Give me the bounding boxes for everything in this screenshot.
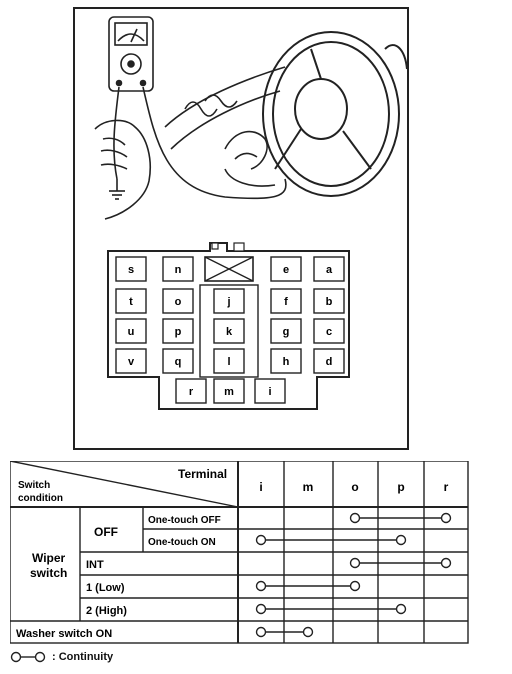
- terminal-label: m: [224, 386, 234, 398]
- int-label: INT: [86, 559, 104, 571]
- terminal-label: f: [284, 296, 288, 308]
- terminal-k: k: [213, 318, 245, 344]
- terminal-header: Terminal: [178, 467, 227, 481]
- terminal-u: u: [115, 318, 147, 344]
- terminal-label: l: [227, 356, 230, 368]
- column-p: p: [397, 480, 404, 494]
- continuity-one_touch_off: [349, 512, 452, 524]
- terminal-label: v: [128, 356, 135, 368]
- terminal-label: k: [226, 326, 233, 338]
- continuity-one_touch_on: [255, 534, 407, 546]
- one-touch-off-label: One-touch OFF: [148, 515, 221, 526]
- terminal-n: n: [162, 256, 194, 282]
- terminal-label: d: [326, 356, 333, 368]
- steering-wheel-illustration: [262, 31, 408, 197]
- terminal-p: p: [162, 318, 194, 344]
- figure-drawing: a b c d e f g h i j k l m n o p q r s t u v: [94, 16, 408, 410]
- terminal-label: n: [175, 264, 182, 276]
- terminal-label: a: [326, 264, 333, 276]
- terminal-label: r: [189, 386, 194, 398]
- terminal-label: q: [175, 356, 182, 368]
- connector-diagram-figure: a b c d e f g h i j k l m n o p q r s t u v: [73, 7, 409, 450]
- washer-switch-label: Washer switch ON: [16, 628, 112, 640]
- continuity-low: [255, 580, 361, 592]
- terminal-v: v: [115, 348, 147, 374]
- terminal-label: h: [283, 356, 290, 368]
- terminal-g: g: [270, 318, 302, 344]
- legend-text: : Continuity: [52, 651, 114, 663]
- continuity-high: [255, 603, 407, 615]
- off-label: OFF: [94, 525, 118, 539]
- connector-terminals: a b c d e f g h i j k l m n o p q r s t u v: [115, 256, 345, 404]
- terminal-label: b: [326, 296, 333, 308]
- low-label: 1 (Low): [86, 582, 125, 594]
- dashboard-illustration: [164, 66, 286, 187]
- terminal-label: o: [175, 296, 182, 308]
- terminal-label: u: [128, 326, 135, 338]
- terminal-label: j: [226, 296, 230, 308]
- terminal-a: a: [313, 256, 345, 282]
- terminal-label: i: [268, 386, 271, 398]
- terminal-h: h: [270, 348, 302, 374]
- terminal-i: i: [254, 378, 286, 404]
- terminal-d: d: [313, 348, 345, 374]
- terminal-label: e: [283, 264, 289, 276]
- hand-illustration: [94, 119, 151, 220]
- high-label: 2 (High): [86, 605, 127, 617]
- switch-condition-header-line2: condition: [18, 493, 63, 504]
- multimeter-illustration: [108, 16, 287, 200]
- terminal-s: s: [115, 256, 147, 282]
- terminal-r: r: [175, 378, 207, 404]
- continuity-marks: [255, 512, 452, 638]
- terminal-label: t: [129, 296, 133, 308]
- terminal-label: s: [128, 264, 134, 276]
- terminal-o: o: [162, 288, 194, 314]
- column-r: r: [444, 480, 449, 494]
- terminal-label: c: [326, 326, 332, 338]
- column-i: i: [259, 480, 262, 494]
- terminal-c: c: [313, 318, 345, 344]
- terminal-f: f: [270, 288, 302, 314]
- terminal-label: g: [283, 326, 290, 338]
- terminal-e: e: [270, 256, 302, 282]
- terminal-label: p: [175, 326, 182, 338]
- terminal-m: m: [213, 378, 245, 404]
- column-o: o: [351, 480, 358, 494]
- wiper-switch-label-line2: switch: [30, 566, 67, 580]
- terminal-q: q: [162, 348, 194, 374]
- terminal-b: b: [313, 288, 345, 314]
- continuity-int: [349, 557, 452, 569]
- legend: : Continuity: [10, 651, 113, 663]
- continuity-symbol-icon: [10, 651, 46, 663]
- one-touch-on-label: One-touch ON: [148, 537, 216, 548]
- terminal-t: t: [115, 288, 147, 314]
- column-m: m: [303, 480, 314, 494]
- continuity-table: Terminal Switch condition i m o p r Wiper sw…: [10, 461, 469, 644]
- wiper-switch-label-line1: Wiper: [32, 551, 66, 565]
- terminal-l: l: [213, 348, 245, 374]
- continuity-washer: [255, 626, 314, 638]
- blank-cavity-x: [204, 256, 254, 282]
- terminal-j: j: [213, 288, 245, 314]
- switch-condition-header-line1: Switch: [18, 480, 50, 491]
